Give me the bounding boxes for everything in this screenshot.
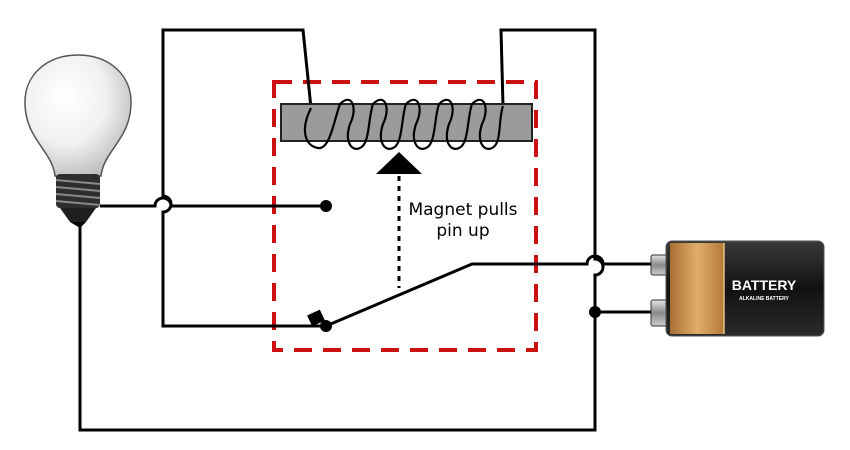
junction-dot-battery bbox=[589, 306, 601, 318]
switch-pin bbox=[307, 309, 325, 327]
wire-coil-right bbox=[78, 28, 605, 432]
wire-switch-arm bbox=[325, 254, 660, 328]
light-bulb-icon bbox=[24, 54, 132, 228]
electromagnet-coil bbox=[303, 98, 505, 150]
battery-label: BATTERY bbox=[732, 277, 797, 293]
battery-icon: BATTERY ALKALINE BATTERY bbox=[650, 240, 825, 337]
wire-bulb-contact bbox=[100, 196, 326, 208]
circuit-wires bbox=[78, 28, 660, 432]
battery-terminal-top bbox=[650, 254, 668, 276]
relay-outline bbox=[272, 80, 538, 352]
contact-dot-upper bbox=[320, 200, 332, 212]
annotation-line-2: pin up bbox=[436, 221, 489, 241]
wire-coil-left bbox=[161, 28, 326, 328]
contact-dot-pivot bbox=[320, 320, 332, 332]
battery-terminal-bottom bbox=[650, 299, 668, 327]
battery-sublabel: ALKALINE BATTERY bbox=[739, 296, 789, 302]
pull-arrow-head bbox=[376, 152, 422, 174]
annotation-line-1: Magnet pulls bbox=[408, 200, 517, 220]
electromagnet-core bbox=[280, 103, 533, 142]
